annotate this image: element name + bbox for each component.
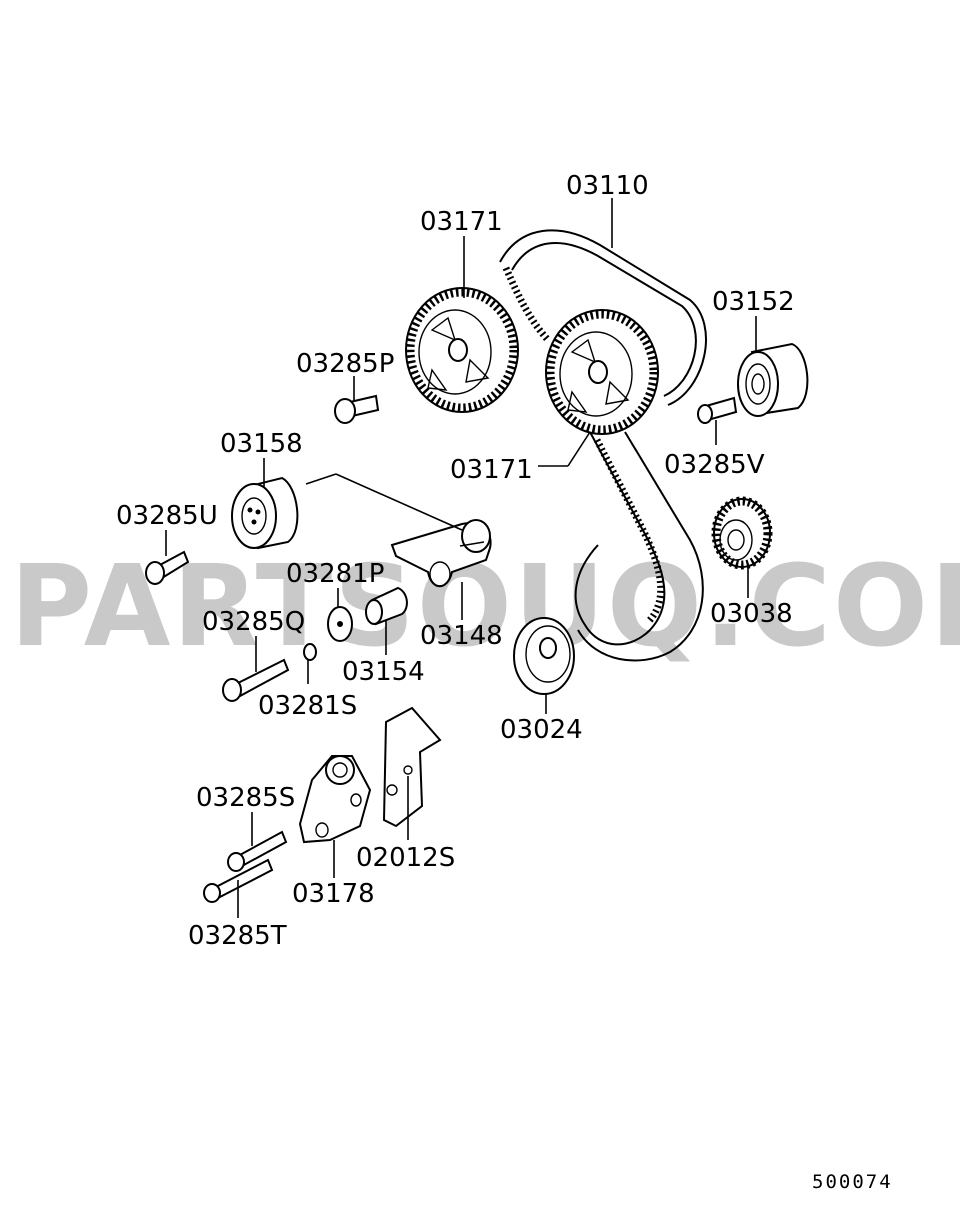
label-idler-pulley[interactable]: 03152	[712, 287, 795, 317]
label-camshaft-sprocket-left[interactable]: 03171	[420, 207, 503, 237]
leader-lines	[165, 198, 757, 918]
callout-labels: 03110 03171 03152 03285P 03171 03285V 03…	[116, 171, 795, 951]
tensioner-arm[interactable]	[390, 519, 492, 588]
bolt-03285Q[interactable]	[222, 658, 290, 702]
bolt-03285U[interactable]	[145, 550, 190, 585]
tensioner-pulley[interactable]	[231, 476, 299, 550]
label-bracket[interactable]: 02012S	[356, 843, 455, 873]
timing-belt[interactable]	[499, 229, 707, 662]
label-bolt-03285U[interactable]: 03285U	[116, 501, 218, 531]
label-flange[interactable]: 03024	[500, 715, 583, 745]
washer-03281S[interactable]	[303, 643, 317, 661]
camshaft-sprocket-left[interactable]	[405, 287, 519, 413]
label-auto-tensioner[interactable]: 03178	[292, 879, 375, 909]
label-tensioner-pulley[interactable]: 03158	[220, 429, 303, 459]
label-bolt-03285T[interactable]: 03285T	[188, 921, 287, 951]
washer-03281P[interactable]	[327, 606, 353, 642]
label-washer-03281S[interactable]: 03281S	[258, 691, 357, 721]
label-bolt-03285V[interactable]: 03285V	[664, 450, 765, 480]
label-spacer[interactable]: 03154	[342, 657, 425, 687]
label-timing-belt[interactable]: 03110	[566, 171, 649, 201]
label-camshaft-sprocket-right[interactable]: 03171	[450, 455, 533, 485]
crank-sprocket[interactable]	[711, 496, 773, 570]
label-bolt-03285P[interactable]: 03285P	[296, 349, 394, 379]
bolt-03285T[interactable]	[203, 858, 274, 903]
label-crank-sprocket[interactable]: 03038	[710, 599, 793, 629]
diagram-code: 500074	[812, 1171, 893, 1193]
label-tensioner-arm[interactable]: 03148	[420, 621, 503, 651]
auto-tensioner[interactable]	[298, 755, 372, 844]
flange[interactable]	[513, 617, 575, 695]
bolt-03285S[interactable]	[227, 830, 288, 872]
bracket[interactable]	[382, 706, 442, 828]
label-bolt-03285S[interactable]: 03285S	[196, 783, 295, 813]
label-washer-03281P[interactable]: 03281P	[286, 559, 384, 589]
label-bolt-03285Q[interactable]: 03285Q	[202, 607, 305, 637]
spacer-03154[interactable]	[365, 586, 408, 626]
bolt-03285P[interactable]	[334, 394, 380, 424]
bolt-03285V[interactable]	[697, 396, 738, 424]
idler-pulley[interactable]	[737, 342, 809, 417]
camshaft-sprocket-right[interactable]	[545, 309, 659, 435]
